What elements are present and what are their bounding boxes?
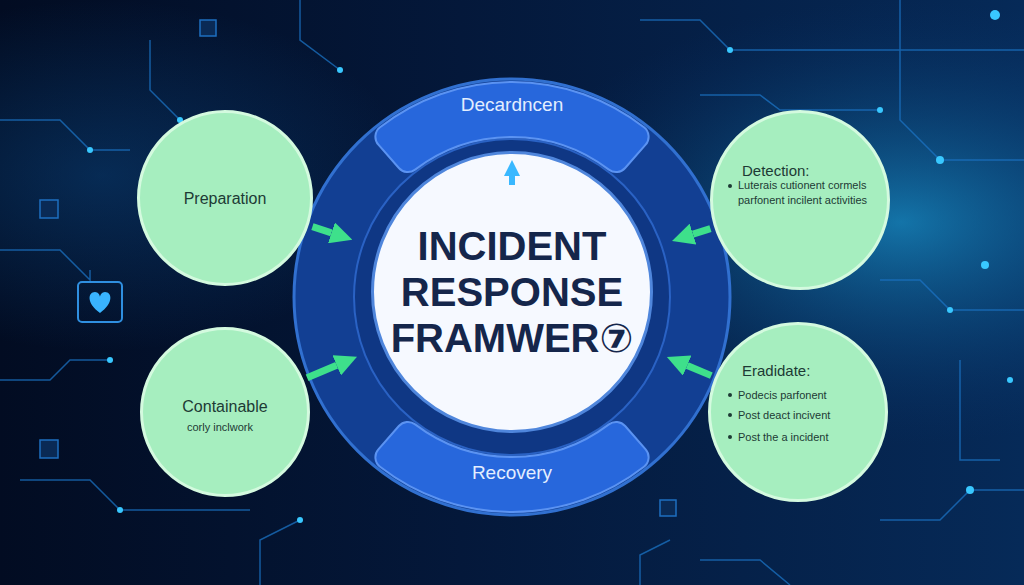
- chip-icon: [40, 200, 58, 218]
- circuit-trace: [900, 0, 1024, 160]
- outer-ring: [294, 79, 730, 515]
- chip-icon: [660, 500, 676, 516]
- circle-shape: [142, 329, 309, 496]
- phase-label: Decardncen: [461, 94, 563, 115]
- circuit-node: [936, 156, 944, 164]
- band-shape: [375, 422, 648, 512]
- phase-label: Preparation: [184, 190, 267, 207]
- bullet-text-block: Post deact incivent: [728, 408, 878, 422]
- phase-note: corly inclwork: [187, 421, 253, 433]
- circuit-trace: [20, 480, 250, 510]
- phase-circle: Preparation: [137, 110, 313, 286]
- inner-ring: [354, 139, 670, 455]
- center-circle: INCIDENT RESPONSE FRAMWER⑦: [371, 151, 653, 433]
- node-outline: [140, 327, 310, 497]
- flow-arrow: [687, 366, 711, 376]
- band-shape: [375, 82, 648, 172]
- circuit-trace: [300, 0, 340, 70]
- circuit-node: [877, 107, 883, 113]
- flow-arrow: [307, 365, 337, 377]
- circuit-node: [1007, 377, 1013, 383]
- chip-icon: [200, 20, 216, 36]
- phase-heading: Eradidate:: [742, 362, 810, 379]
- circuit-node: [117, 507, 123, 513]
- circle-shape: [373, 153, 652, 432]
- circuit-node: [297, 517, 303, 523]
- bullet-dot: [728, 413, 732, 417]
- flow-arrow: [312, 227, 331, 233]
- circuit-node: [177, 117, 183, 123]
- bullet-text: Post deact incivent: [738, 409, 830, 421]
- node-outline: [710, 110, 890, 290]
- phase-label-block: Decardncen: [365, 93, 659, 116]
- circuit-node: [87, 147, 93, 153]
- node-outline: [137, 110, 313, 286]
- phase-band: Recovery: [365, 425, 659, 520]
- bullet-dot: [728, 184, 732, 188]
- circuit-trace: [260, 520, 300, 585]
- circuit-trace: [700, 95, 880, 110]
- circuit-trace: [0, 120, 130, 150]
- phase-label: Containable: [182, 398, 267, 415]
- circuit-node: [727, 47, 733, 53]
- bullet-text: Podecis parfonent: [738, 389, 827, 401]
- circuit-trace: [150, 40, 180, 120]
- node-outline: [365, 425, 659, 520]
- bullet-text-block: Podecis parfonent: [728, 388, 878, 402]
- up-arrow: [509, 176, 515, 185]
- phase-circle: Detection:Luterais cutionent cormels par…: [710, 110, 890, 290]
- circuit-trace: [640, 20, 1024, 50]
- heart-icon: [90, 292, 111, 313]
- circuit-node: [947, 307, 953, 313]
- phase-circle: Containable corly inclwork: [140, 327, 310, 497]
- circle-shape: [710, 324, 887, 501]
- circuit-node: [981, 261, 989, 269]
- phase-heading: Detection:: [742, 162, 810, 179]
- phase-circle: Eradidate: Podecis parfonentPost deact in…: [708, 322, 888, 502]
- phase-label-block: Containable: [140, 397, 310, 416]
- phase-heading-block: Detection:: [742, 162, 872, 180]
- framework-title: INCIDENT RESPONSE FRAMWER⑦: [391, 224, 634, 360]
- circuit-trace: [880, 490, 1024, 520]
- bullet-dot: [728, 393, 732, 397]
- circuit-node: [107, 357, 113, 363]
- phase-band: Decardncen: [365, 80, 659, 160]
- phase-label-block: Recovery: [365, 461, 659, 484]
- framework-title-block: INCIDENT RESPONSE FRAMWER⑦: [377, 223, 647, 361]
- circuit-trace: [960, 360, 1000, 460]
- phase-heading-block: Eradidate:: [742, 362, 872, 380]
- circuit-trace: [880, 280, 1024, 310]
- circuit-trace: [640, 540, 670, 585]
- circle-shape: [712, 112, 889, 289]
- phase-label: Recovery: [472, 462, 552, 483]
- phase-note-block: corly inclwork: [140, 421, 300, 434]
- circle-shape: [139, 112, 312, 285]
- heart-icon-frame: [78, 282, 122, 322]
- circuit-trace: [0, 360, 110, 380]
- phase-label-block: Preparation: [137, 189, 313, 208]
- circuit-node: [990, 10, 1000, 20]
- chip-icon: [40, 440, 58, 458]
- circuit-trace: [700, 560, 790, 585]
- bullet-text-block: Luterais cutionent cormels parfonent inc…: [728, 178, 868, 208]
- node-outline: [708, 322, 888, 502]
- node-outline: [371, 151, 653, 433]
- circuit-node: [337, 67, 343, 73]
- bullet-text: Post the a incident: [738, 431, 829, 443]
- circuit-node: [966, 486, 974, 494]
- node-outline: [365, 80, 659, 160]
- flow-arrow: [693, 229, 710, 235]
- bullet-text: Luterais cutionent cormels parfonent inc…: [738, 179, 867, 206]
- circuit-trace: [0, 250, 90, 280]
- bullet-dot: [728, 435, 732, 439]
- bullet-text-block: Post the a incident: [728, 430, 878, 444]
